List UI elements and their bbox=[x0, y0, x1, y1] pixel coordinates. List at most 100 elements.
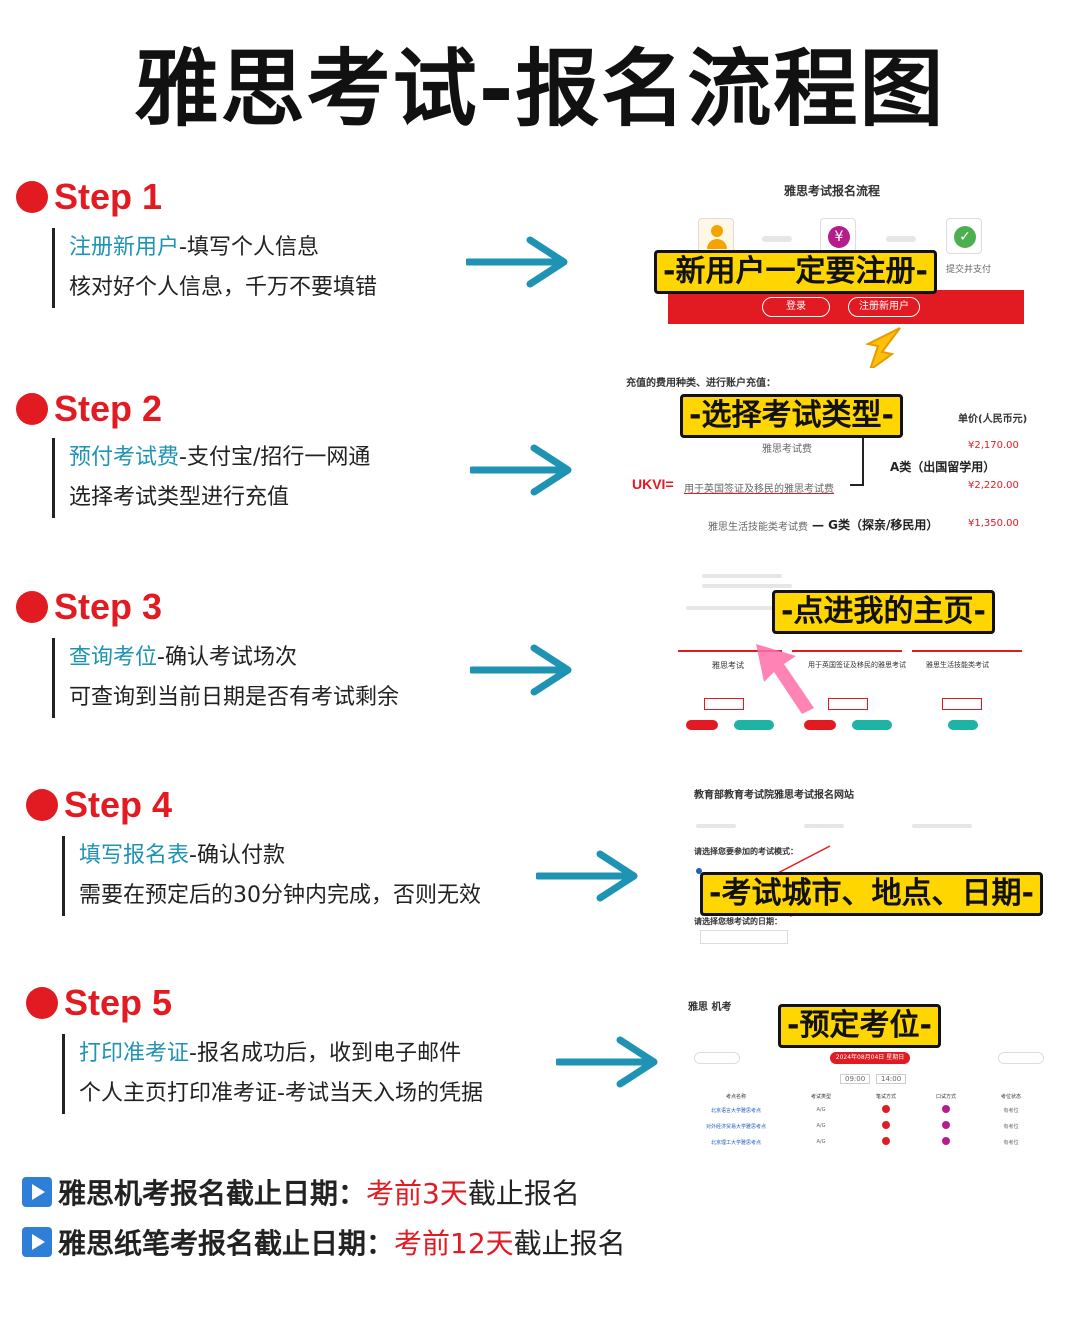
speaking-method-icon bbox=[916, 1137, 976, 1147]
pink-pointer-arrow-icon bbox=[756, 644, 814, 714]
fee-row-1-price: ¥2,170.00 bbox=[968, 440, 1019, 451]
deadline-highlight: 考前3天 bbox=[366, 1177, 468, 1210]
screenshot-header: 教育部教育考试院雅思考试报名网站 bbox=[694, 790, 854, 801]
column-header: 笔试方式 bbox=[875, 1093, 896, 1100]
speaking-method-icon bbox=[916, 1121, 976, 1131]
exam-card-red-button[interactable] bbox=[804, 720, 836, 730]
step-header: Step 3 bbox=[16, 586, 162, 628]
table-row[interactable]: 北京理工大学雅思考点 A/G 有考位 bbox=[686, 1134, 1056, 1150]
exam-card-teal-button[interactable] bbox=[948, 720, 978, 730]
exam-card-title: 雅思考试 bbox=[712, 661, 744, 670]
a-class-label: A类（出国留学用） bbox=[890, 460, 996, 474]
login-button[interactable]: 登录 bbox=[762, 297, 830, 317]
text-placeholder bbox=[804, 824, 844, 828]
fee-row-1: 雅思考试费 bbox=[762, 444, 812, 455]
date-pill[interactable]: 2024年08月04日 星期日 bbox=[830, 1052, 910, 1064]
exam-type: A/G bbox=[816, 1123, 826, 1129]
arrow-right-icon bbox=[556, 1036, 658, 1088]
screenshot-caption: -点进我的主页- bbox=[772, 590, 995, 634]
venue-name[interactable]: 对外经济贸易大学雅思考点 bbox=[705, 1123, 766, 1130]
pointer-arrow-icon bbox=[864, 327, 901, 373]
time-slot-2[interactable]: 14:00 bbox=[876, 1074, 907, 1084]
exam-card-title: 用于英国签证及移民的雅思考试 bbox=[808, 661, 906, 669]
step-side-label: 提交并支付 bbox=[946, 265, 992, 275]
exam-card-link bbox=[942, 698, 982, 710]
exam-card-link bbox=[704, 698, 744, 710]
description-line-1: 注册新用户-填写个人信息 bbox=[69, 235, 319, 260]
step-description: 注册新用户-填写个人信息 核对好个人信息，千万不要填错 bbox=[52, 228, 377, 308]
table-row[interactable]: 对外经济贸易大学雅思考点 A/G 有考位 bbox=[686, 1118, 1056, 1134]
time-slot-1[interactable]: 09:00 bbox=[840, 1074, 871, 1084]
step-bullet bbox=[16, 393, 48, 425]
mode-radio[interactable] bbox=[696, 868, 702, 874]
seat-status: 有考位 bbox=[1003, 1139, 1019, 1146]
text-placeholder bbox=[702, 584, 792, 588]
arrow-right-icon bbox=[466, 236, 568, 288]
screenshot-fee-types: 充值的费用种类、进行账户充值： 单价(人民币元) 雅思考试费 ¥2,170.00… bbox=[622, 368, 1070, 546]
description-line-2: 需要在预定后的30分钟内完成，否则无效 bbox=[79, 883, 481, 908]
step-bullet bbox=[16, 591, 48, 623]
fee-row-3-price: ¥1,350.00 bbox=[968, 518, 1019, 529]
column-header: 考位状态 bbox=[1000, 1093, 1021, 1100]
register-button[interactable]: 注册新用户 bbox=[848, 297, 920, 317]
venue-name[interactable]: 北京语言大学雅思考点 bbox=[710, 1107, 761, 1114]
g-class-label: — G类（探亲/移民用） bbox=[812, 518, 939, 532]
exam-card-teal-button[interactable] bbox=[734, 720, 774, 730]
yuan-icon: ¥ bbox=[820, 218, 856, 254]
exam-card-1[interactable]: 雅思考试 bbox=[678, 650, 782, 738]
description-line-2: 核对好个人信息，千万不要填错 bbox=[69, 275, 378, 300]
step-description: 查询考位-确认考试场次 可查询到当前日期是否有考试剩余 bbox=[52, 638, 399, 718]
deadline-note-paper: 雅思纸笔考报名截止日期：考前12天截止报名 bbox=[22, 1222, 626, 1262]
play-icon bbox=[22, 1227, 52, 1257]
venue-name[interactable]: 北京理工大学雅思考点 bbox=[710, 1139, 761, 1146]
play-icon bbox=[22, 1177, 52, 1207]
step-description: 填写报名表-确认付款 需要在预定后的30分钟内完成，否则无效 bbox=[62, 836, 481, 916]
screenshot-caption: -预定考位- bbox=[778, 1004, 941, 1048]
step-bullet bbox=[26, 987, 58, 1019]
description-line-2: 可查询到当前日期是否有考试剩余 bbox=[69, 685, 400, 710]
description-line-1: 查询考位-确认考试场次 bbox=[69, 645, 297, 670]
deadline-label: 雅思纸笔考报名截止日期： bbox=[58, 1227, 395, 1260]
screenshot-caption: -新用户一定要注册- bbox=[654, 250, 937, 294]
exam-card-3[interactable]: 雅思生活技能类考试 bbox=[912, 650, 1022, 738]
progress-connector bbox=[886, 236, 916, 242]
step-header: Step 2 bbox=[16, 388, 162, 430]
speaking-method-icon bbox=[916, 1105, 976, 1115]
step-label: Step 1 bbox=[54, 176, 163, 217]
description-line-1: 预付考试费-支付宝/招行一网通 bbox=[69, 445, 371, 470]
step-bullet bbox=[26, 789, 58, 821]
exam-type: A/G bbox=[816, 1139, 826, 1145]
table-row[interactable]: 北京语言大学雅思考点 A/G 有考位 bbox=[686, 1102, 1056, 1118]
screenshot-registration-form: 教育部教育考试院雅思考试报名网站 请选择您要参加的考试模式： 请选择您想考试的日… bbox=[680, 776, 1070, 956]
exam-mode-question: 请选择您要参加的考试模式： bbox=[694, 847, 798, 856]
screenshot-header: 雅思 机考 bbox=[688, 1002, 732, 1013]
seat-status: 有考位 bbox=[1003, 1123, 1019, 1130]
arrow-right-icon bbox=[470, 644, 572, 696]
step-label: Step 3 bbox=[54, 586, 163, 627]
screenshot-header: 充值的费用种类、进行账户充值： bbox=[626, 378, 776, 389]
step-header: Step 5 bbox=[26, 982, 172, 1024]
exam-date-question: 请选择您想考试的日期： bbox=[694, 917, 782, 926]
table-header-row: 考点名称 考试类型 笔试方式 口试方式 考位状态 bbox=[686, 1090, 1056, 1102]
step-header: Step 1 bbox=[16, 176, 162, 218]
seat-status: 有考位 bbox=[1003, 1107, 1019, 1114]
next-date-button[interactable] bbox=[998, 1052, 1044, 1064]
deadline-note-computer: 雅思机考报名截止日期：考前3天截止报名 bbox=[22, 1172, 580, 1212]
column-header: 考试类型 bbox=[810, 1093, 831, 1100]
text-placeholder bbox=[912, 824, 972, 828]
prev-date-button[interactable] bbox=[694, 1052, 740, 1064]
description-line-2: 个人主页打印准考证-考试当天入场的凭据 bbox=[79, 1081, 483, 1106]
description-line-2: 选择考试类型进行充值 bbox=[69, 485, 290, 510]
bracket-icon bbox=[850, 434, 864, 486]
date-input[interactable] bbox=[700, 930, 788, 944]
exam-card-teal-button[interactable] bbox=[852, 720, 892, 730]
deadline-highlight: 考前12天 bbox=[394, 1227, 514, 1260]
exam-card-2[interactable]: 用于英国签证及移民的雅思考试 bbox=[792, 650, 906, 738]
arrow-right-icon bbox=[470, 444, 572, 496]
step-header: Step 4 bbox=[26, 784, 172, 826]
screenshot-caption: -考试城市、地点、日期- bbox=[700, 872, 1043, 916]
check-icon: ✓ bbox=[946, 218, 982, 254]
deadline-label: 雅思机考报名截止日期： bbox=[58, 1177, 367, 1210]
exam-card-red-button[interactable] bbox=[686, 720, 718, 730]
deadline-rest: 截止报名 bbox=[513, 1227, 626, 1260]
